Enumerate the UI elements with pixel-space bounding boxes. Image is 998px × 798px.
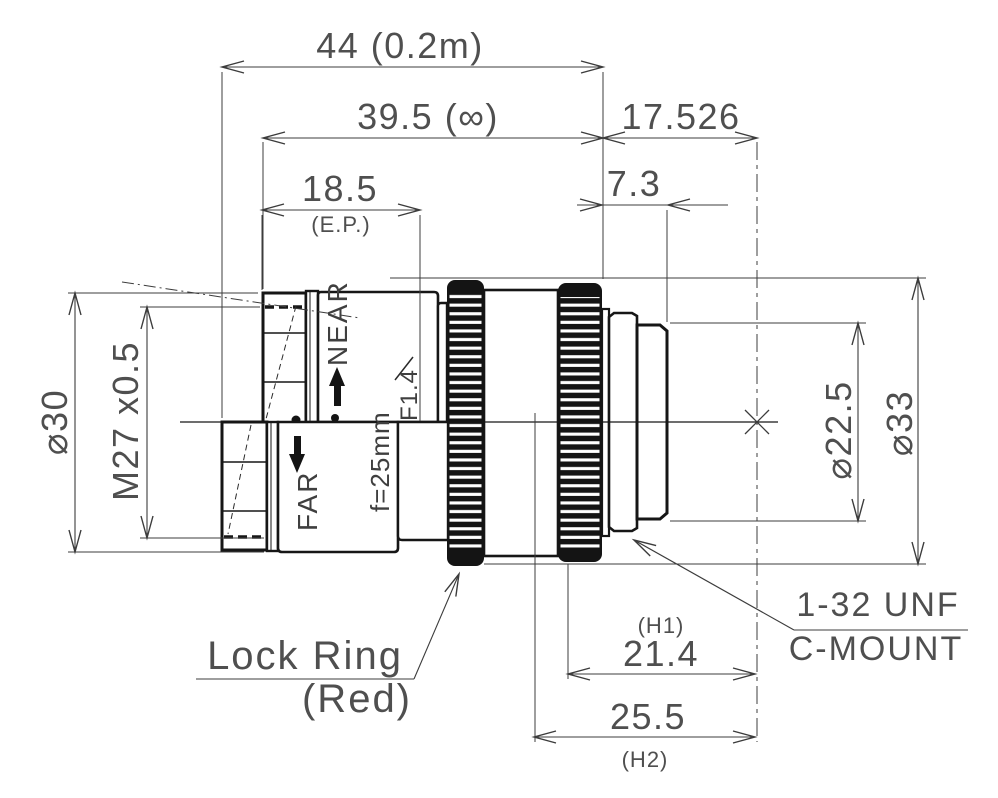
phantom-centerline xyxy=(121,281,361,319)
front-group-infinity xyxy=(261,289,449,425)
inner-tube-upper xyxy=(436,301,449,424)
dim-body-diameter-label: ⌀33 xyxy=(879,390,920,456)
thread-helix-line xyxy=(227,424,252,535)
dim-rear-diameter-label: ⌀22.5 xyxy=(818,380,859,479)
dim-front-diameter-label: ⌀30 xyxy=(34,389,75,455)
dim-h2-note-label: (H2) xyxy=(622,747,669,772)
mount-thread-callout: 1-32 UNF xyxy=(796,586,959,624)
focus-ring-lower xyxy=(276,420,400,554)
image-plane-x-marker xyxy=(744,409,770,435)
dim-h1-note-label: (H1) xyxy=(638,613,685,638)
dim-flange-back-label: 17.526 xyxy=(621,96,740,137)
dimension-lines xyxy=(68,60,925,744)
far-arrow-icon xyxy=(289,436,305,473)
dim-overall-inf-label: 39.5 (∞) xyxy=(357,96,499,137)
mount-type-callout: C-MOUNT xyxy=(789,630,964,668)
front-group-near xyxy=(220,420,450,554)
middle-barrel xyxy=(482,288,560,558)
dim-thread-length-label: 7.3 xyxy=(607,163,662,204)
dim-overall-near-label: 44 (0.2m) xyxy=(316,25,484,66)
near-arrow-icon xyxy=(329,367,345,406)
near-marking-label: NEAR xyxy=(322,280,353,366)
annotation-text: 44 (0.2m) 39.5 (∞) 17.526 18.5 (E.P.) 7.… xyxy=(34,25,964,772)
lock-ring-knurl xyxy=(447,280,484,566)
aperture-index-tick xyxy=(394,356,414,381)
dim-ep-note-label: (E.P.) xyxy=(311,212,370,237)
front-ring-lower xyxy=(265,420,280,553)
focus-ring-upper xyxy=(316,290,440,424)
lock-ring-leader xyxy=(413,571,461,680)
dim-h1-value-label: 21.4 xyxy=(623,633,699,674)
lock-ring-note-callout: (Red) xyxy=(302,677,412,721)
filter-hex-lower xyxy=(220,420,269,552)
filter-hex-upper xyxy=(261,291,308,424)
inner-tube-lower xyxy=(396,420,450,542)
c-mount-leader xyxy=(631,538,795,631)
lens-body-fixed xyxy=(447,280,669,566)
dim-ep-value-label: 18.5 xyxy=(302,168,378,209)
aperture-label: F1.4 xyxy=(396,369,423,421)
dim-filter-thread-label: M27 x0.5 xyxy=(105,341,146,501)
lock-ring-callout: Lock Ring xyxy=(207,634,403,678)
focal-length-label: f=25mm xyxy=(365,411,395,512)
dim-h2-value-label: 25.5 xyxy=(610,696,686,737)
far-marking-label: FAR xyxy=(292,471,323,531)
leader-lines xyxy=(196,538,968,680)
index-dot xyxy=(331,414,339,422)
